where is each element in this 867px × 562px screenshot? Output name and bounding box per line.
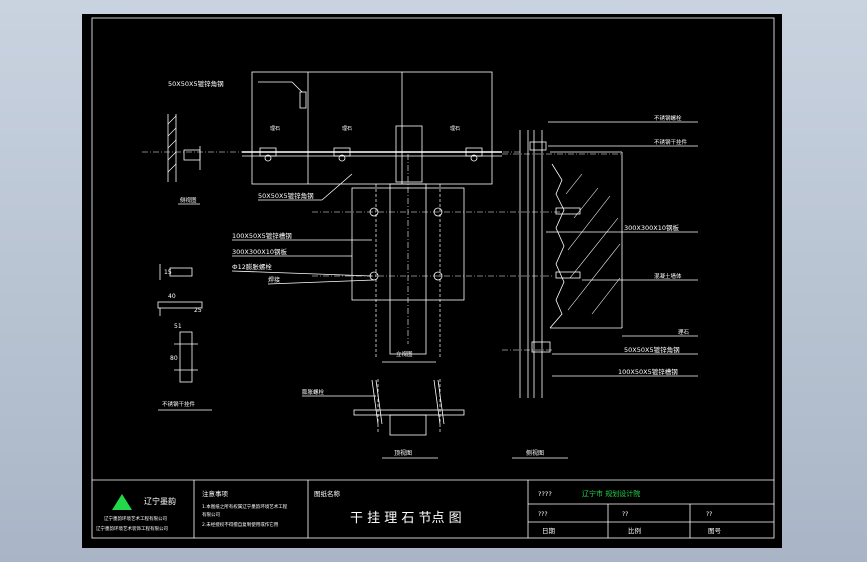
label-r-side: 侧视图: [526, 449, 544, 457]
tb-q4: ??: [706, 511, 712, 518]
notes-heading: 注意事项: [202, 489, 229, 498]
label-weld: 焊接: [268, 276, 280, 284]
dim-40: 40: [168, 293, 176, 300]
tb-q3: ??: [622, 511, 628, 518]
drawing-border: [91, 17, 775, 539]
tb-q2: ???: [538, 511, 548, 518]
label-stone-right: 理石: [450, 126, 460, 132]
tb-q1: ????: [538, 490, 552, 498]
label-plan: 顶视图: [394, 449, 412, 457]
label-r-channel: 100X50X5镀锌槽钢: [618, 367, 678, 376]
label-stone-left: 理石: [270, 126, 280, 132]
label-r-plate: 300X300X10钢板: [624, 223, 679, 232]
leader-lines: [231, 81, 698, 397]
label-r-stone: 理石: [678, 329, 690, 336]
top-elevation: [142, 71, 522, 185]
label-r-concrete: 混凝土墙体: [654, 272, 682, 280]
label-bolt: Ф12膨胀螺栓: [232, 262, 272, 271]
tb-scale: 比例: [628, 526, 641, 535]
right-side-view: [502, 130, 623, 459]
dim-25: 25: [194, 307, 202, 314]
drawing-name-label: 图纸名称: [314, 489, 341, 498]
label-r-bolt: 不锈钢螺栓: [654, 114, 682, 122]
dim-51: 51: [174, 323, 182, 330]
label-r-angle: 50X50X5镀锌角钢: [624, 345, 680, 354]
company-line1: 辽宁墨韵环境艺术工程有限公司: [104, 515, 167, 522]
company-line2: 辽宁墨韵环境艺术装饰工程有限公司: [96, 525, 168, 532]
label-front-angle: 50X50X5镀锌角钢: [258, 191, 314, 200]
label-channel: 100X50X5镀锌槽钢: [232, 231, 292, 240]
label-side-view-small: 侧视图: [180, 196, 197, 204]
title-block: [92, 479, 774, 538]
notes-line1: 1.本图纸之所有权属辽宁墨韵环境艺术工程: [202, 503, 288, 510]
small-wall-detail: [167, 114, 201, 205]
drawing-name-value: 干 挂 理 石 节点 图: [350, 511, 462, 526]
company-logo: [112, 494, 132, 510]
notes-line2: 2.未经授权不得擅自复制使用或作它用: [202, 521, 278, 528]
label-bolt-detail: 不锈钢干挂件: [162, 400, 196, 408]
bottom-plan: [353, 379, 465, 459]
tb-number: 图号: [708, 527, 722, 535]
notes-line1b: 有限公司: [202, 511, 220, 518]
company-name: 辽宁墨韵: [144, 496, 176, 506]
dim-80: 80: [170, 355, 178, 362]
tb-firm: 辽宁市 规划设计院: [582, 489, 640, 498]
dim-15: 15: [164, 269, 172, 276]
label-elev: 立视图: [396, 350, 413, 358]
label-stone-mid: 理石: [342, 126, 352, 132]
label-top-angle: 50X50X5镀锌角钢: [168, 79, 224, 88]
label-r-hanger: 不锈钢干挂件: [654, 138, 688, 146]
cad-drawing: 50X50X5镀锌角钢 理石 理石 理石 侧视图 50X50X5镀锌角钢 100…: [91, 17, 775, 539]
drawing-canvas: 50X50X5镀锌角钢 理石 理石 理石 侧视图 50X50X5镀锌角钢 100…: [82, 14, 782, 548]
center-plate-assembly: [312, 154, 562, 363]
tb-date: 日期: [542, 527, 556, 535]
label-bottom-bolt: 膨胀螺栓: [302, 388, 325, 396]
label-plate: 300X300X10钢板: [232, 247, 287, 256]
small-part-details: [157, 264, 212, 411]
